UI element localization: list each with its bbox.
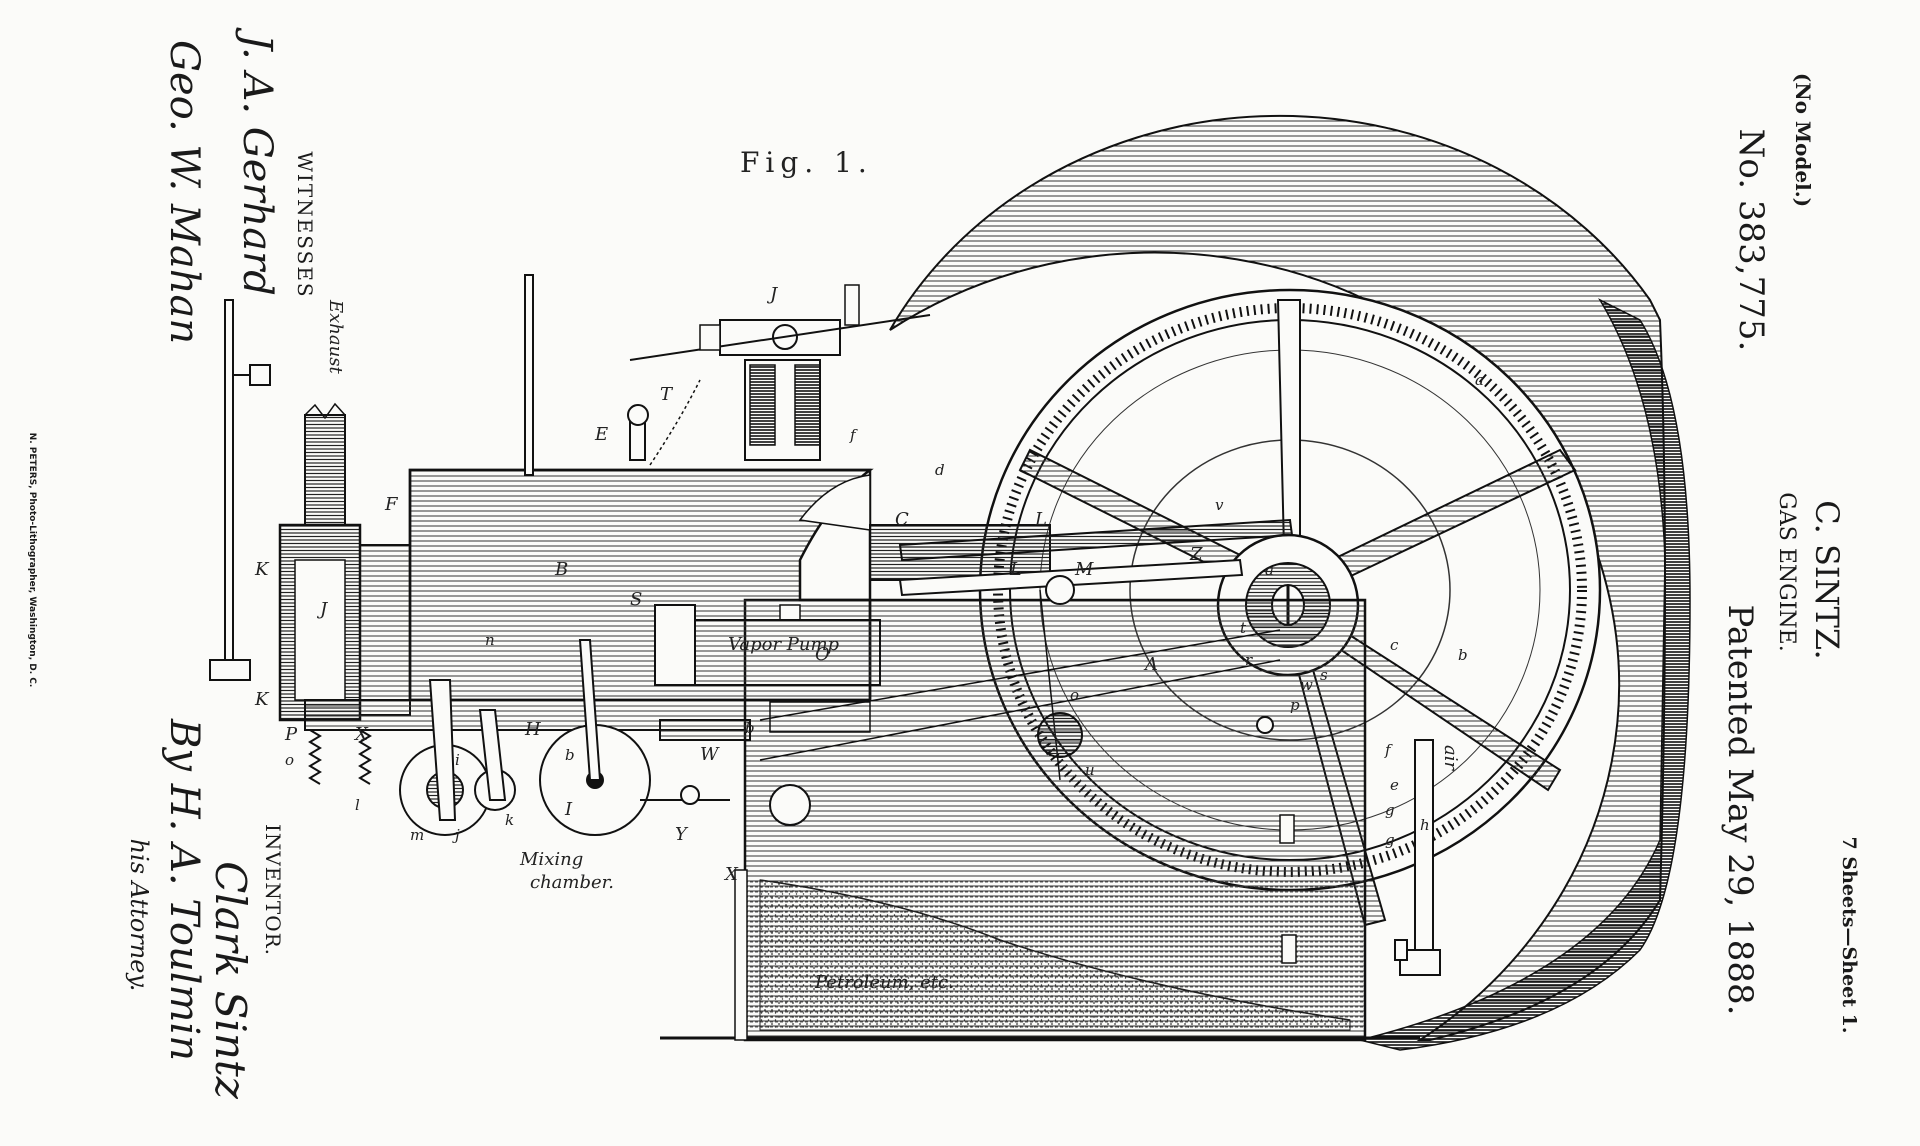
svg-text:I: I <box>564 799 573 820</box>
svg-text:b: b <box>1458 646 1468 664</box>
svg-text:t: t <box>1240 619 1247 637</box>
svg-text:C: C <box>895 509 909 530</box>
svg-text:F: F <box>384 494 399 515</box>
petroleum-caption: Petroleum, etc. <box>814 972 954 993</box>
figure-label: Fig. 1. <box>740 146 873 179</box>
left-rod <box>209 274 649 681</box>
svg-text:J: J <box>316 599 329 620</box>
valve-gear <box>304 575 1274 836</box>
svg-text:u: u <box>1085 761 1095 779</box>
svg-text:e: e <box>1390 776 1399 794</box>
svg-text:W: W <box>700 744 720 765</box>
svg-text:K: K <box>254 689 270 710</box>
svg-text:o: o <box>285 751 294 769</box>
exhaust-caption: Exhaust <box>325 299 346 374</box>
svg-text:J: J <box>766 284 779 305</box>
air-pipe <box>1394 739 1441 976</box>
svg-text:a: a <box>1475 371 1484 389</box>
svg-text:L: L <box>1034 509 1047 530</box>
svg-text:T: T <box>660 384 674 405</box>
svg-text:r: r <box>1245 651 1253 669</box>
svg-text:P: P <box>284 724 298 745</box>
svg-text:j: j <box>452 826 460 844</box>
svg-text:S: S <box>630 589 642 610</box>
svg-text:L: L <box>1009 559 1022 580</box>
svg-text:n: n <box>485 631 495 649</box>
svg-text:d: d <box>935 461 945 479</box>
svg-text:b: b <box>565 746 575 764</box>
air-caption: air <box>1440 745 1461 771</box>
svg-text:Vapor Pump: Vapor Pump <box>728 634 840 655</box>
svg-text:K: K <box>254 559 270 580</box>
svg-text:g: g <box>1385 831 1395 849</box>
svg-text:k: k <box>505 811 514 829</box>
svg-text:Z: Z <box>1189 544 1203 565</box>
svg-text:o: o <box>1070 686 1079 704</box>
svg-text:Fig. 1.: Fig. 1. <box>740 146 873 179</box>
governor <box>629 284 931 466</box>
svg-text:m: m <box>410 826 424 844</box>
svg-text:g: g <box>1385 801 1395 819</box>
svg-text:s: s <box>1320 666 1328 684</box>
svg-text:v: v <box>1215 496 1224 514</box>
svg-text:E: E <box>594 424 608 445</box>
svg-text:Y: Y <box>675 824 689 845</box>
reference-letters: B C F J K K E A I X X H P L L M O T W Y … <box>254 284 1484 885</box>
svg-text:w: w <box>1300 676 1313 694</box>
mixing-chamber-caption-2: chamber. <box>530 872 614 893</box>
svg-text:h: h <box>1420 816 1430 834</box>
svg-text:a: a <box>1265 561 1274 579</box>
vapor-pump: Vapor Pump <box>654 604 881 686</box>
svg-text:f: f <box>1384 741 1393 759</box>
svg-text:f: f <box>849 426 858 444</box>
svg-text:c: c <box>1390 636 1399 654</box>
svg-text:p: p <box>1290 696 1300 714</box>
svg-text:B: B <box>554 559 568 580</box>
svg-text:b: b <box>745 719 755 737</box>
svg-text:X: X <box>353 724 369 745</box>
svg-text:A: A <box>1143 654 1158 675</box>
svg-text:M: M <box>1074 559 1094 580</box>
svg-text:X: X <box>723 864 739 885</box>
svg-text:l: l <box>355 796 360 814</box>
svg-text:i: i <box>455 751 460 769</box>
svg-text:O: O <box>815 644 830 665</box>
svg-text:H: H <box>524 719 541 740</box>
mixing-chamber-caption-1: Mixing <box>519 849 583 870</box>
connecting-rods <box>759 518 1294 781</box>
